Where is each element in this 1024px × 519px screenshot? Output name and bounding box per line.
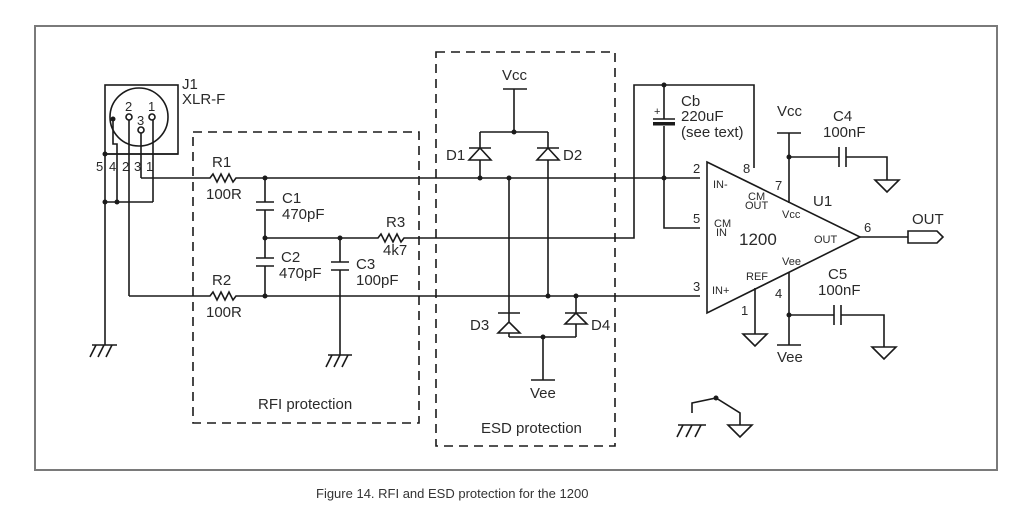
pin-num-1: 1 <box>741 303 748 318</box>
pin-name-vcc: Vcc <box>782 209 801 221</box>
capacitor-c5: C5 100nF <box>789 266 885 347</box>
pin-name-cm-out-bot: OUT <box>745 200 769 212</box>
vee-label-ic: Vee <box>777 349 803 366</box>
diode-d4: D4 <box>563 296 610 337</box>
pin-num-2: 2 <box>693 161 700 176</box>
resistor-r3: R3 4k7 <box>375 214 408 259</box>
pin-num-8: 8 <box>743 161 750 176</box>
j1-type-label: XLR-F <box>182 91 225 108</box>
capacitor-cb: + Cb 220uF (see text) <box>653 85 744 229</box>
cb-ref: Cb <box>681 93 700 110</box>
net-cm-feedback <box>408 84 755 239</box>
vcc-label-ic: Vcc <box>777 103 803 120</box>
socket-label-1: 1 <box>148 99 155 114</box>
diode-d3: D3 <box>470 312 522 337</box>
terminal-label-3: 3 <box>134 159 141 174</box>
capacitor-c3: C3 100pF <box>331 256 399 289</box>
ground-icon <box>870 346 898 361</box>
shell-wire <box>112 119 118 154</box>
c2-value: 470pF <box>279 265 322 282</box>
d1-ref: D1 <box>446 147 465 164</box>
r1-value: 100R <box>206 186 242 203</box>
ground-tie-icon <box>676 395 754 439</box>
cb-polarity: + <box>654 106 660 118</box>
rfi-protection-label: RFI protection <box>258 396 352 413</box>
terminal-label-4: 4 <box>109 159 116 174</box>
ic-part-label: 1200 <box>739 230 777 249</box>
d3-ref: D3 <box>470 317 489 334</box>
ic-u1: 1200 U1 IN- CM IN IN+ CM OUT Vcc OUT Vee… <box>693 160 871 318</box>
ground-icon <box>873 179 901 194</box>
pin-name-cm-out-top: CM <box>748 191 765 203</box>
pin-num-6: 6 <box>864 220 871 235</box>
output-port-icon <box>907 230 945 244</box>
cb-note: (see text) <box>681 124 744 141</box>
r2-ref: R2 <box>212 272 231 289</box>
socket-label-3: 3 <box>137 113 144 128</box>
chassis-ground-icon <box>325 345 352 368</box>
ground-icon <box>741 333 769 348</box>
r2-value: 100R <box>206 304 242 321</box>
c1-ref: C1 <box>282 190 301 207</box>
c4-value: 100nF <box>823 124 866 141</box>
c5-ref: C5 <box>828 266 847 283</box>
pin-num-5: 5 <box>693 211 700 226</box>
c3-ref: C3 <box>356 256 375 273</box>
output-port-label: OUT <box>912 211 944 228</box>
terminal-label-1: 1 <box>146 159 153 174</box>
c5-value: 100nF <box>818 282 861 299</box>
terminal-label-2: 2 <box>122 159 129 174</box>
connector-socket <box>109 87 169 147</box>
rfi-protection-box <box>192 131 420 424</box>
c1-value: 470pF <box>282 206 325 223</box>
d2-ref: D2 <box>563 147 582 164</box>
diode-d1: D1 <box>446 132 493 178</box>
r1-ref: R1 <box>212 154 231 171</box>
pin-name-cm-in-top: CM <box>714 218 731 230</box>
ic-ref-label: U1 <box>813 193 832 210</box>
chassis-ground-icon <box>89 344 117 358</box>
c3-value: 100pF <box>356 272 399 289</box>
r3-value: 4k7 <box>383 242 407 259</box>
capacitor-c4: C4 100nF <box>789 108 888 180</box>
r3-ref: R3 <box>386 214 405 231</box>
d4-ref: D4 <box>591 317 610 334</box>
figure-frame <box>34 25 998 471</box>
vcc-label-esd: Vcc <box>502 67 528 84</box>
terminal-label-5: 5 <box>96 159 103 174</box>
socket-pin-1 <box>148 113 156 121</box>
vee-rail-symbol <box>531 337 555 381</box>
pin-num-4: 4 <box>775 286 782 301</box>
socket-pin-2 <box>125 113 133 121</box>
pin-name-ref: REF <box>746 271 768 283</box>
pin-name-vee: Vee <box>782 256 801 268</box>
esd-protection-label: ESD protection <box>481 420 582 437</box>
pin-name-in-minus: IN- <box>713 179 728 191</box>
resistor-r1: R1 100R <box>206 154 242 203</box>
pin-name-cm-in-bot: IN <box>716 227 727 239</box>
pin-name-out: OUT <box>814 234 838 246</box>
capacitor-c1: C1 470pF <box>256 190 325 223</box>
connector-j1: 2 3 1 J1 XLR-F 5 4 2 3 1 <box>89 76 225 358</box>
vcc-rail-symbol <box>503 88 527 132</box>
capacitor-c2: C2 470pF <box>256 249 322 282</box>
cb-value: 220uF <box>681 108 724 125</box>
pin-num-7: 7 <box>775 178 782 193</box>
socket-label-2: 2 <box>125 99 132 114</box>
diode-d2: D2 <box>535 132 582 296</box>
ic-u1-body <box>706 160 862 315</box>
resistor-r2: R2 100R <box>206 272 242 321</box>
esd-protection-box <box>435 51 616 447</box>
c4-ref: C4 <box>833 108 852 125</box>
figure-caption: Figure 14. RFI and ESD protection for th… <box>316 486 588 501</box>
c2-ref: C2 <box>281 249 300 266</box>
vee-label-esd: Vee <box>530 385 556 402</box>
pin-num-3: 3 <box>693 279 700 294</box>
j1-ref-label: J1 <box>182 76 198 93</box>
pin-name-in-plus: IN+ <box>712 285 729 297</box>
